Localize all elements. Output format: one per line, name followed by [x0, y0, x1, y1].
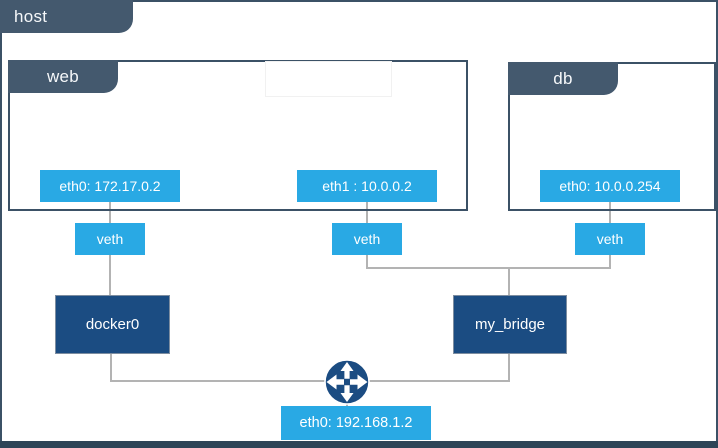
host-label-tab: host	[0, 0, 133, 33]
host-label: host	[14, 6, 48, 26]
host-eth0-chip: eth0: 192.168.1.2	[281, 406, 431, 440]
veth-left-chip: veth	[75, 223, 145, 255]
veth-middle-label: veth	[353, 231, 381, 247]
connector-web-eth0-veth	[109, 202, 111, 223]
bridge-my-bridge: my_bridge	[453, 295, 567, 354]
connector-veth-join	[366, 267, 611, 269]
connector-web-eth1-veth	[366, 202, 368, 223]
container-web-tab: web	[8, 60, 118, 93]
veth-left-label: veth	[96, 231, 124, 247]
veth-right-chip: veth	[575, 223, 645, 255]
connector-veth-right-down	[609, 255, 611, 269]
host-frame-top	[0, 0, 718, 2]
web-eth0-label: eth0: 172.17.0.2	[59, 178, 161, 194]
connector-db-eth0-veth	[609, 202, 611, 223]
container-db-tab: db	[508, 62, 618, 95]
container-web	[8, 60, 468, 211]
host-frame-bottom	[0, 441, 718, 448]
bridge-my-bridge-label: my_bridge	[474, 316, 546, 333]
db-eth0-chip: eth0: 10.0.0.254	[540, 170, 680, 202]
db-eth0-label: eth0: 10.0.0.254	[559, 178, 661, 194]
bridge-docker0: docker0	[55, 295, 170, 354]
veth-right-label: veth	[596, 231, 624, 247]
router-icon	[324, 359, 370, 405]
container-db-label: db	[553, 68, 573, 88]
web-eth0-chip: eth0: 172.17.0.2	[40, 170, 180, 202]
connector-docker0-down	[110, 352, 112, 382]
web-top-overlay	[265, 61, 392, 97]
connector-veth-docker0	[109, 255, 111, 295]
web-eth1-chip: eth1 : 10.0.0.2	[297, 170, 437, 202]
container-web-label: web	[46, 66, 80, 86]
bridge-docker0-label: docker0	[85, 316, 140, 333]
web-eth1-label: eth1 : 10.0.0.2	[322, 178, 412, 194]
veth-middle-chip: veth	[332, 223, 402, 255]
connector-join-mybridge	[508, 269, 510, 295]
connector-veth-mid-down	[366, 255, 368, 269]
host-eth0-label: eth0: 192.168.1.2	[299, 415, 413, 431]
connector-mybridge-down	[508, 352, 510, 382]
connector-bridges-join	[110, 380, 510, 382]
host-frame-right	[716, 0, 718, 448]
host-frame-left	[0, 0, 2, 448]
